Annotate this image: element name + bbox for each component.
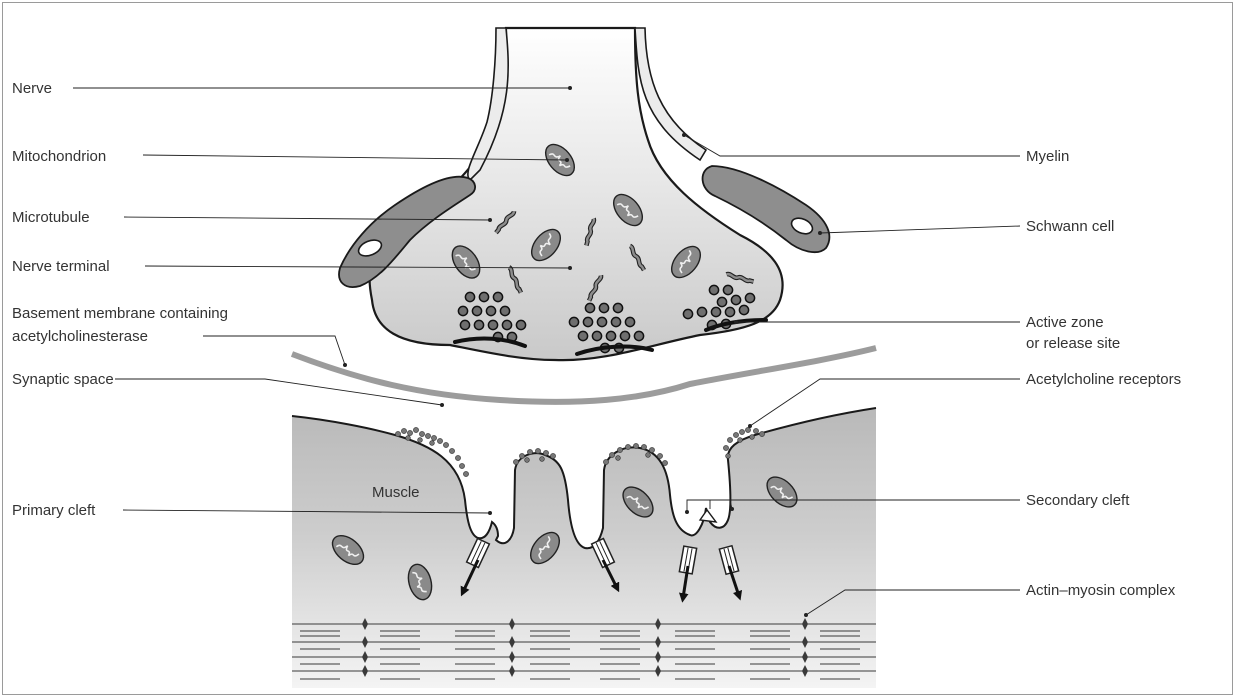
label-myelin: Myelin [1026, 148, 1069, 165]
label-schwann-cell: Schwann cell [1026, 218, 1114, 235]
label-active-zone-1: Active zone [1026, 314, 1104, 331]
label-primary-cleft: Primary cleft [12, 502, 96, 519]
label-muscle: Muscle [372, 484, 420, 501]
label-nerve: Nerve [12, 80, 52, 97]
label-mitochondrion: Mitochondrion [12, 148, 106, 165]
label-synaptic-space: Synaptic space [12, 371, 114, 388]
label-nerve-terminal: Nerve terminal [12, 258, 110, 275]
label-secondary-cleft: Secondary cleft [1026, 492, 1130, 509]
label-acetylcholine-receptors: Acetylcholine receptors [1026, 371, 1181, 388]
label-microtubule: Microtubule [12, 209, 90, 226]
label-active-zone-2: or release site [1026, 335, 1120, 352]
label-actin-myosin: Actin–myosin complex [1026, 582, 1176, 599]
label-basement-membrane-2: acetylcholinesterase [12, 328, 148, 345]
label-basement-membrane-1: Basement membrane containing [12, 305, 228, 322]
